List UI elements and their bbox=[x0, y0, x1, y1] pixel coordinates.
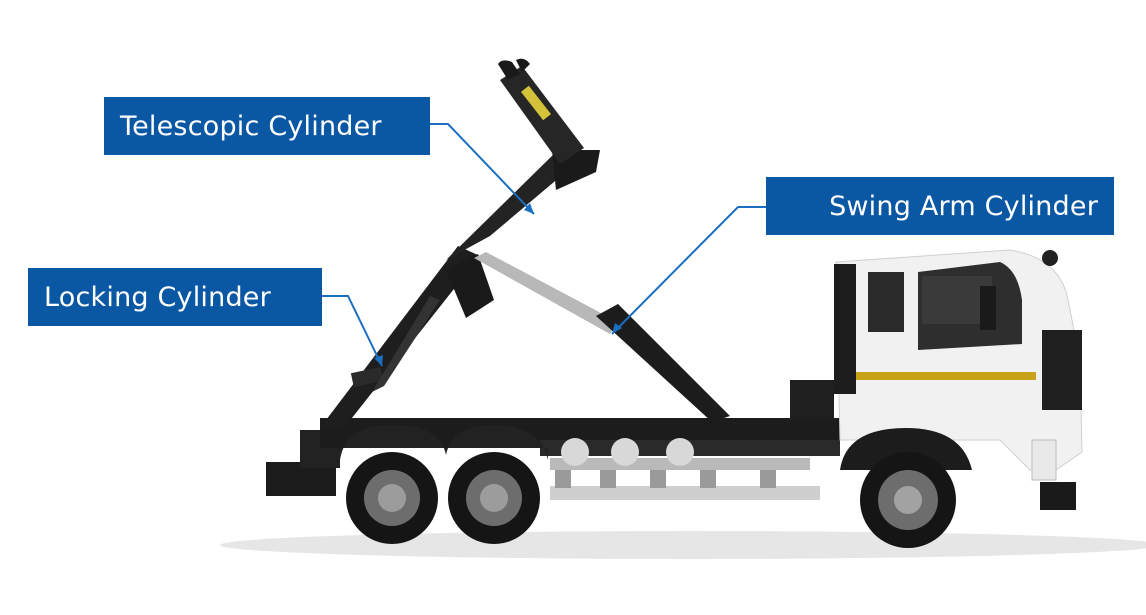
leader-lines bbox=[322, 123, 766, 367]
ground-shadow bbox=[220, 531, 1146, 559]
leader-line-telescopic bbox=[430, 123, 535, 215]
leader-line-swing bbox=[611, 206, 766, 335]
swing-arm-cylinder bbox=[474, 252, 730, 422]
rear-wheel-1 bbox=[346, 452, 438, 544]
truck-cab bbox=[834, 249, 1083, 510]
rear-wheel-2 bbox=[448, 452, 540, 544]
locking-cylinder-label: Locking Cylinder bbox=[28, 268, 322, 326]
swing-arm-cylinder-label: Swing Arm Cylinder bbox=[766, 177, 1114, 235]
rear-bumper bbox=[266, 430, 340, 496]
telescopic-cylinder-label: Telescopic Cylinder bbox=[104, 97, 430, 155]
rear-fender bbox=[340, 425, 548, 460]
front-fender bbox=[840, 428, 972, 470]
front-wheel bbox=[860, 452, 956, 548]
locking-cylinder bbox=[350, 296, 440, 392]
leader-arrowheads bbox=[374, 203, 622, 366]
leader-line-locking bbox=[322, 295, 383, 367]
